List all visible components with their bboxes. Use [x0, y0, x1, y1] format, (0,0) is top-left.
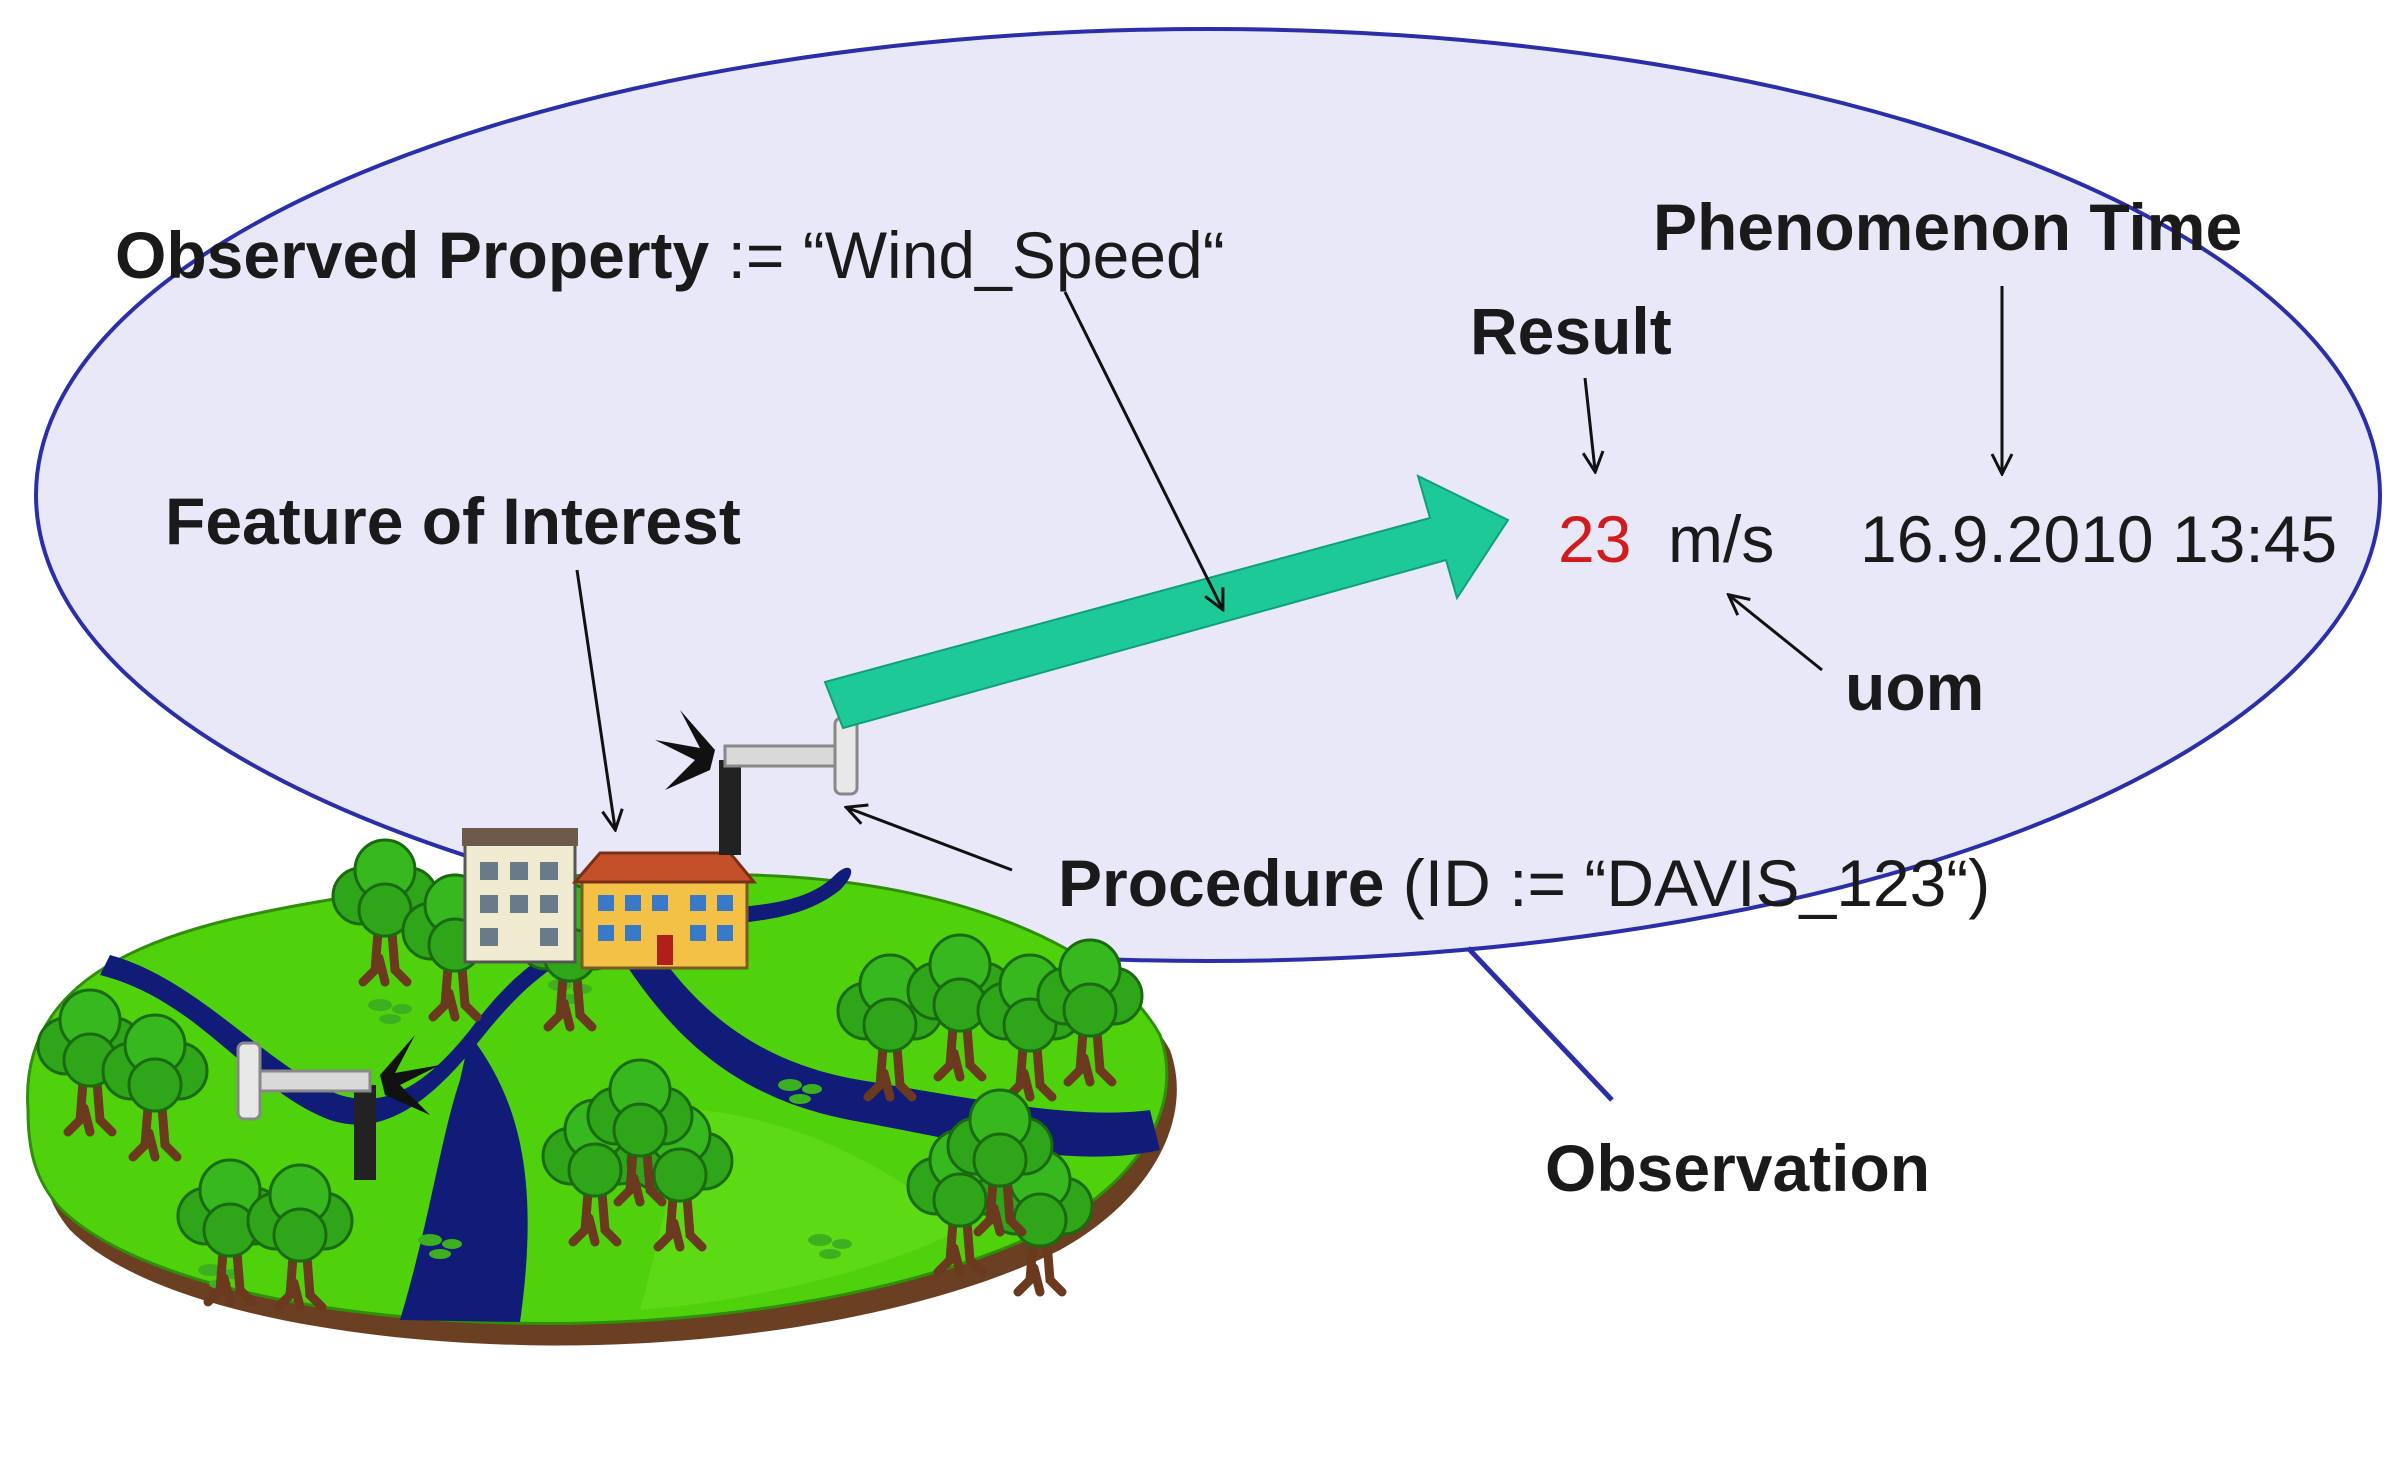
result-arrow: [1585, 377, 1595, 470]
phenomenon-time-label: Phenomenon Time: [1653, 190, 2243, 264]
uom-label: uom: [1845, 650, 1985, 724]
uom-arrow: [1730, 596, 1823, 672]
observation-ellipse: [34, 27, 2382, 963]
phenomenon-time-value: 16.9.2010 13:45: [1860, 502, 2338, 576]
procedure-key: Procedure: [1058, 846, 1385, 920]
observation-label: Observation: [1545, 1131, 1931, 1205]
flow-arrow: [823, 474, 1510, 730]
building-yellow: [571, 851, 758, 970]
building-grey: [462, 828, 578, 964]
feature-of-interest-label: Feature of Interest: [165, 484, 741, 558]
observed-property-arrow: [1063, 291, 1222, 608]
result-uom: m/s: [1668, 502, 1775, 576]
landscape: [26, 840, 1177, 1346]
observation-pointer-line: [1466, 946, 1614, 1102]
procedure-arrow: [848, 808, 1013, 872]
result-value: 23: [1558, 502, 1632, 576]
observed-property-value: := “Wind_Speed“: [709, 218, 1225, 292]
procedure-value: (ID := “DAVIS_123“): [1384, 846, 1991, 920]
result-label: Result: [1470, 294, 1672, 368]
observed-property-key: Observed Property: [115, 218, 710, 292]
observed-property-label: Observed Property := “Wind_Speed“: [115, 222, 1225, 288]
feature-of-interest-arrow: [575, 569, 615, 828]
procedure-label: Procedure (ID := “DAVIS_123“): [1058, 850, 1990, 916]
